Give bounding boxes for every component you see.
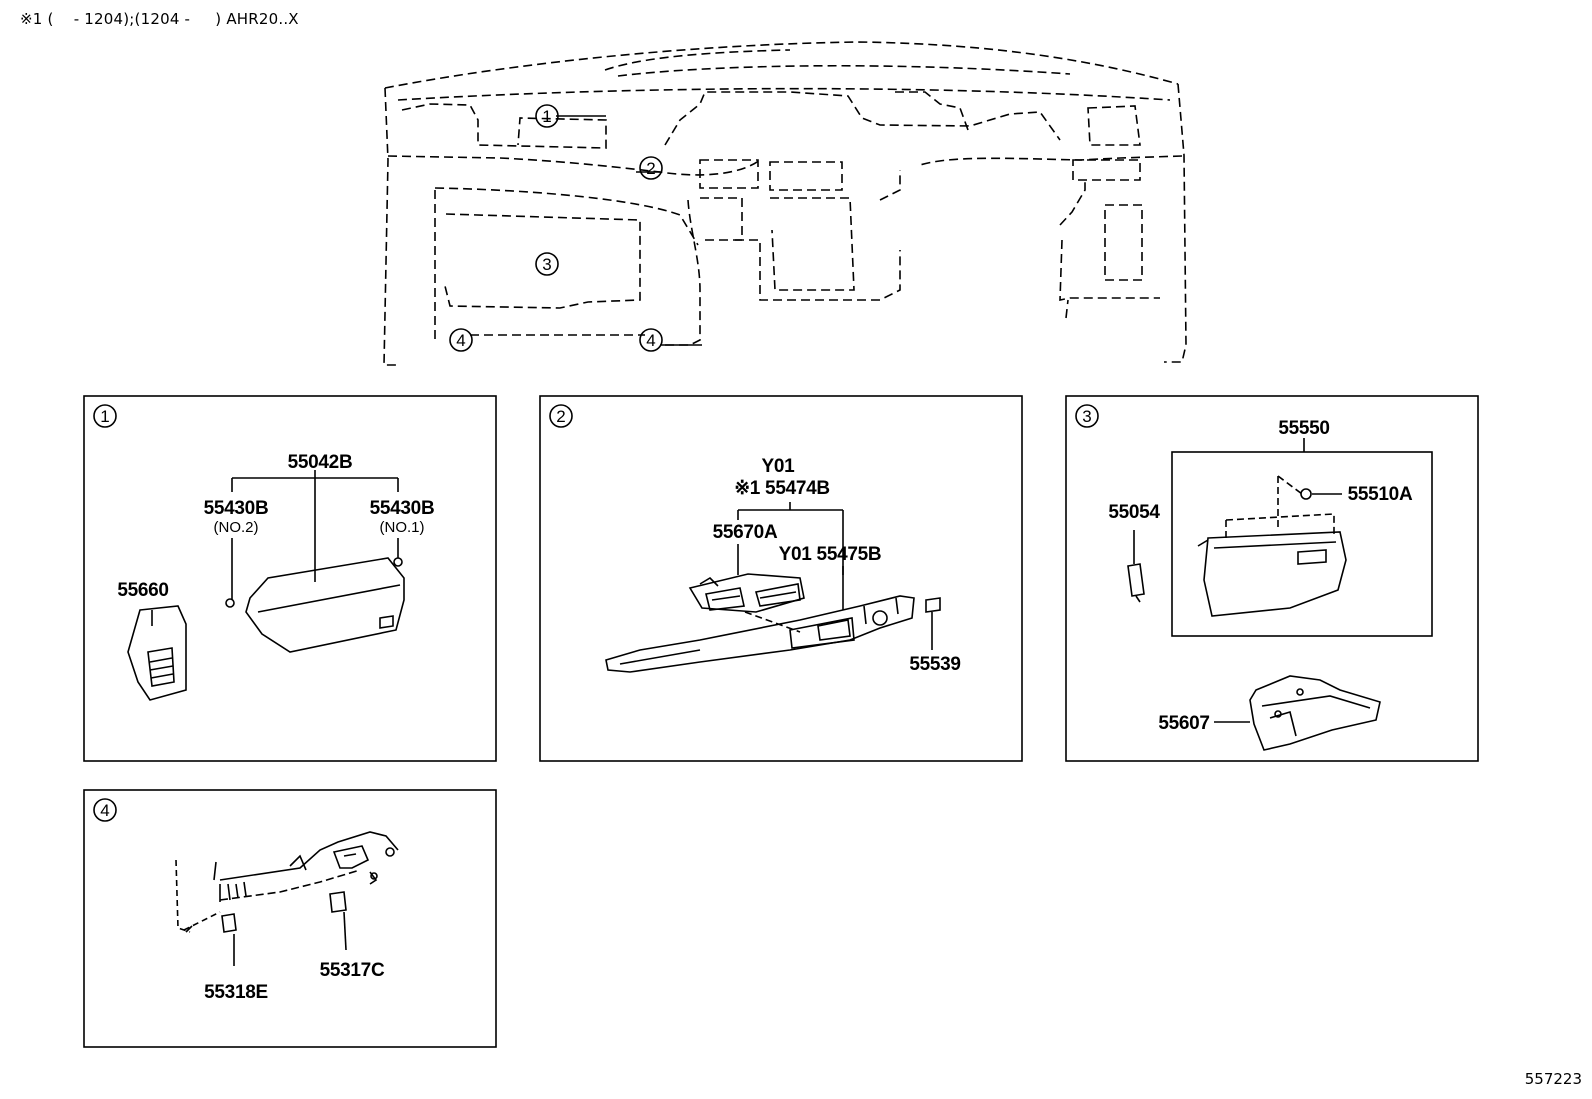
part-label-55660: 55660 (117, 580, 168, 601)
part-label-55607: 55607 (1158, 713, 1209, 734)
panel-2-frame (539, 395, 1023, 762)
applicability-note: ※1 ( - 1204);(1204 - ) AHR20..X (20, 10, 299, 28)
panel-4-id: 4 (100, 801, 109, 820)
diagram-number: 557223 (1524, 1070, 1582, 1088)
part-label-55430B-no2: 55430B (204, 498, 269, 519)
part-note-no1: (NO.1) (380, 519, 425, 536)
overview-callout-2: 2 (646, 159, 655, 178)
part-label-55474B: ※1 55474B (734, 478, 830, 499)
overview-callout-1: 1 (542, 107, 551, 126)
panel-3-id: 3 (1082, 407, 1091, 426)
part-label-55510A: 55510A (1348, 484, 1413, 505)
part-label-y01: Y01 (762, 456, 796, 477)
instrument-panel-overview (383, 41, 1187, 366)
part-label-55550: 55550 (1278, 418, 1329, 439)
part-label-55430B-no1: 55430B (370, 498, 435, 519)
part-label-55539: 55539 (909, 654, 960, 675)
part-label-55318E: 55318E (204, 982, 268, 1003)
part-label-55042B: 55042B (288, 452, 353, 473)
overview-callout-4a: 4 (456, 331, 465, 350)
part-label-55317C: 55317C (320, 960, 385, 981)
overview-callout-3: 3 (542, 255, 551, 274)
overview-callout-4b: 4 (646, 331, 655, 350)
panel-3-frame (1065, 395, 1479, 762)
part-label-55475B: Y01 55475B (779, 544, 882, 565)
panel-4-frame (83, 789, 497, 1048)
panel-1-id: 1 (100, 407, 109, 426)
panel-2-id: 2 (556, 407, 565, 426)
glove-box-subassembly-frame (1171, 451, 1433, 637)
part-note-no2: (NO.2) (214, 519, 259, 536)
part-label-55054: 55054 (1108, 502, 1160, 523)
panel-1-frame (83, 395, 497, 762)
part-label-55670A: 55670A (713, 522, 778, 543)
